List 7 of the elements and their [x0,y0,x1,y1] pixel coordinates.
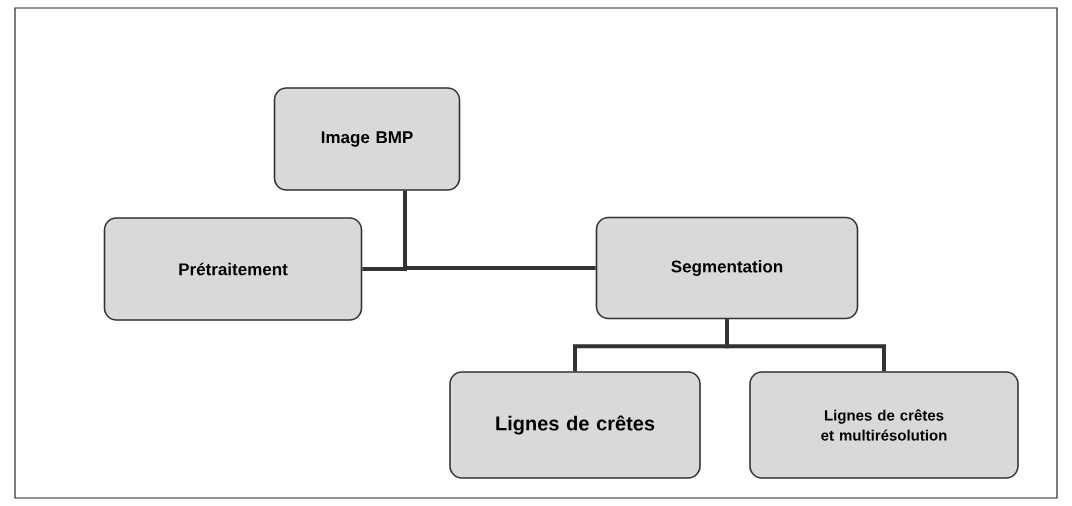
process-box: Image BMP [273,87,461,191]
process-box: Prétraitement [103,217,363,321]
connector-line [403,190,596,270]
process-box: Segmentation [595,216,859,320]
connector-line [725,319,886,372]
process-box: Lignes de crêtes [449,371,701,479]
process-box: Lignes de crêtes et multirésolution [749,371,1019,479]
